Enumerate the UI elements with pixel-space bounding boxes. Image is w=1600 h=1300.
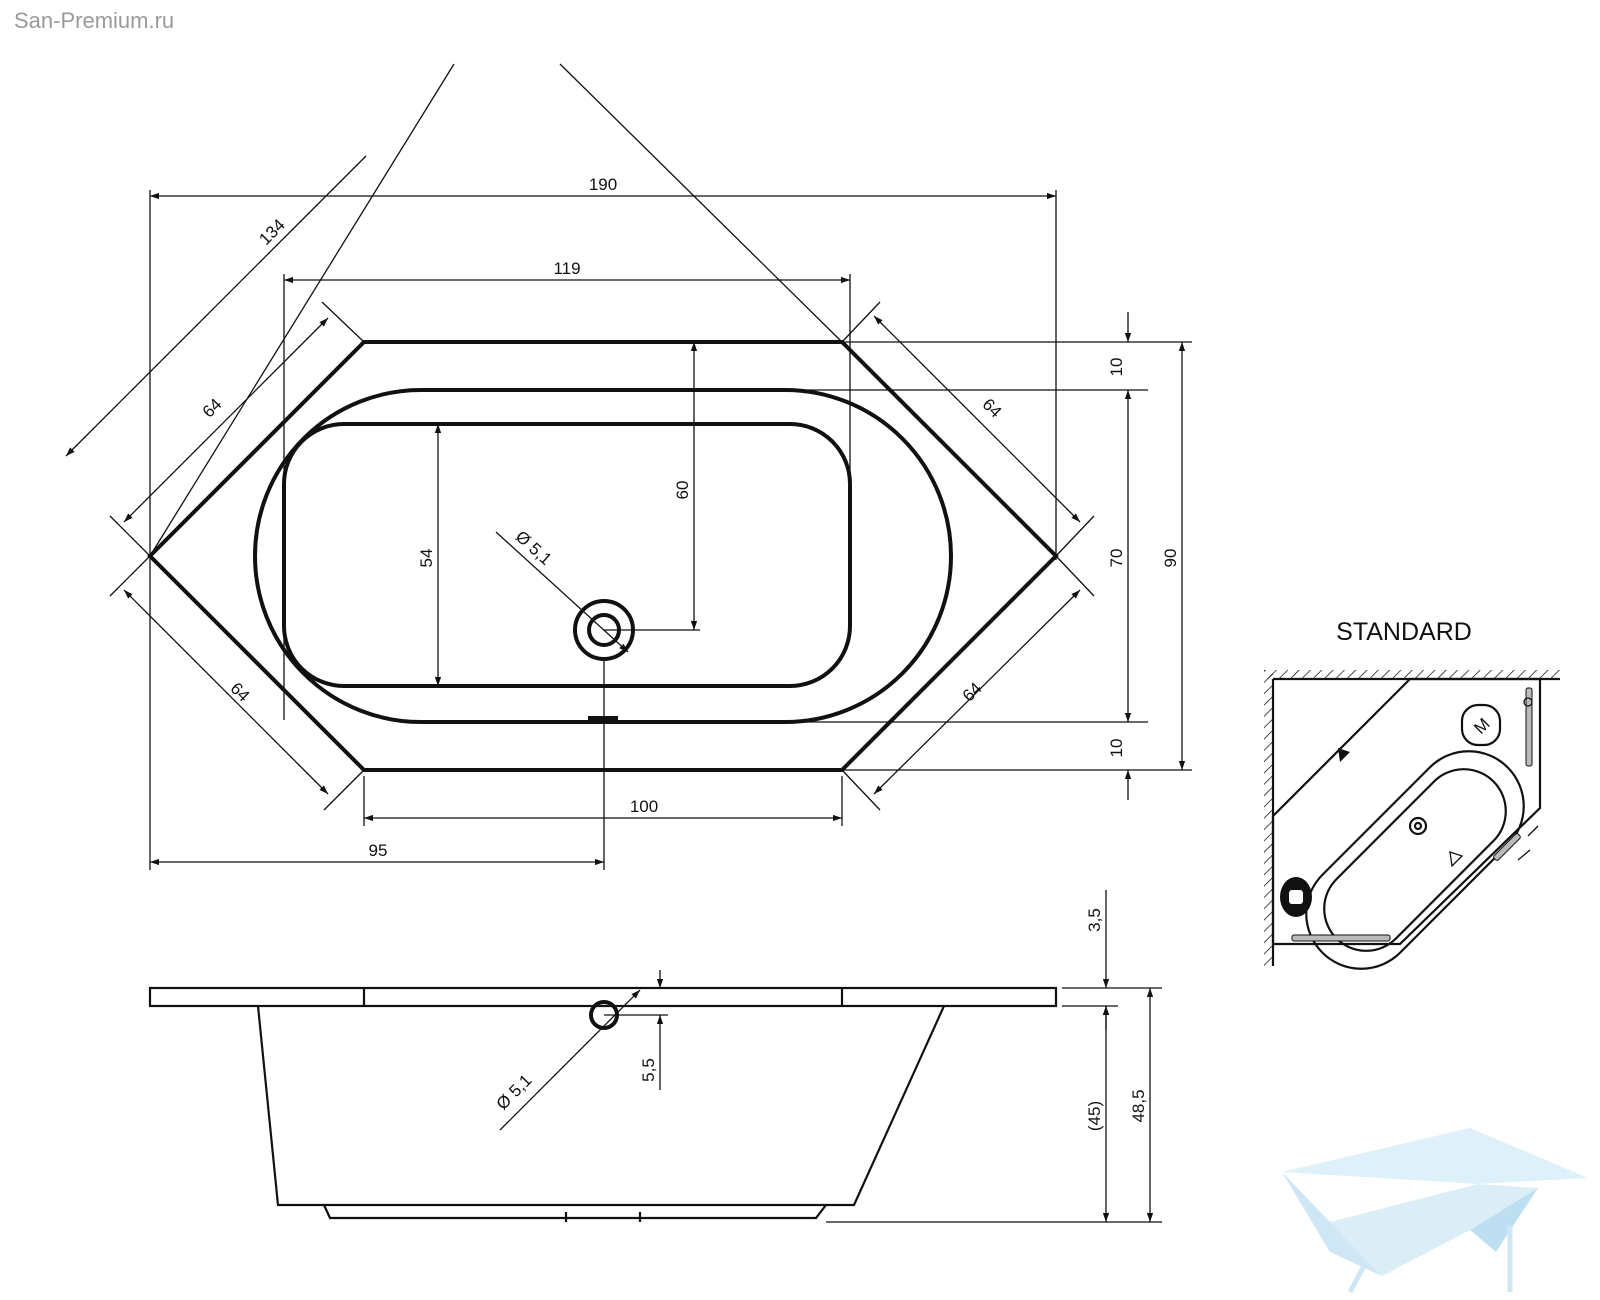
- wall-hatch-left: [1264, 670, 1273, 966]
- grab-bar-diagonal: [1493, 833, 1521, 861]
- marker-m: M: [1470, 714, 1493, 737]
- wall-hatch-top: [1264, 670, 1560, 679]
- dim-line-64-ll: [123, 589, 329, 795]
- dim-134: 134: [255, 215, 288, 248]
- brand-logo: [1282, 1128, 1588, 1294]
- dim-45: (45): [1085, 1101, 1104, 1131]
- dim-64-lower-left: 64: [226, 679, 253, 706]
- basin-stadium: [282, 422, 852, 688]
- dim-60: 60: [673, 481, 692, 500]
- dim-64-lower-right: 64: [959, 679, 986, 706]
- dimension-lines: [65, 155, 1186, 866]
- dim-3-5: 3,5: [1085, 908, 1104, 932]
- dim-190: 190: [589, 175, 617, 194]
- overflow-slot: [588, 716, 618, 722]
- arrow-outline-icon: [1449, 851, 1464, 868]
- section-extension-lines: [604, 987, 1162, 1223]
- dim-5-5: 5,5: [639, 1058, 658, 1082]
- dim-overflow-diameter: Ø 5,1: [493, 1071, 536, 1114]
- dim-line-drain: [495, 531, 629, 653]
- standard-panel: STANDARD M: [1264, 618, 1560, 970]
- dim-10-bottom: 10: [1107, 739, 1126, 758]
- dim-drain-diameter: Ø 5,1: [512, 527, 556, 569]
- plan-view: 190 119 100 95 134 64 64 64 64 60 54 Ø 5…: [65, 63, 1192, 870]
- dim-64-upper-left: 64: [199, 395, 226, 422]
- rim-stadium: [253, 388, 953, 724]
- watermark-text: San-Premium.ru: [14, 8, 175, 33]
- tub-base: [323, 1204, 827, 1220]
- dim-70: 70: [1107, 549, 1126, 568]
- standard-title: STANDARD: [1336, 618, 1472, 646]
- grab-bar-bottom: [1291, 934, 1391, 942]
- tub-body: [256, 1005, 946, 1207]
- grab-bar-right: [1525, 687, 1533, 767]
- dim-line-64-ur: [873, 315, 1081, 523]
- extension-lines: [109, 63, 1192, 870]
- dim-64-upper-right: 64: [978, 395, 1005, 422]
- rim-slab: [148, 986, 1058, 1008]
- dim-line-overflow: [499, 989, 641, 1131]
- dim-54: 54: [417, 549, 436, 568]
- dim-119: 119: [553, 259, 580, 278]
- dim-line-64-ul: [123, 317, 329, 523]
- dim-line-134: [65, 155, 367, 457]
- dim-line-64-lr: [873, 589, 1081, 795]
- corner-tub-rim: [1305, 750, 1525, 970]
- dim-48-5: 48,5: [1129, 1089, 1148, 1122]
- corner-tub-outline: [1271, 677, 1542, 946]
- section-view: 3,5 5,5 Ø 5,1 (45) 48,5: [148, 890, 1162, 1223]
- dim-100: 100: [630, 797, 658, 816]
- control-panel-icon: [1460, 703, 1502, 747]
- dim-90: 90: [1161, 549, 1180, 568]
- arrow-up-icon: [1338, 748, 1350, 762]
- dim-95: 95: [369, 841, 388, 860]
- plan-dimension-labels: 190 119 100 95 134 64 64 64 64 60 54 Ø 5…: [199, 175, 1180, 860]
- dim-10-top: 10: [1107, 358, 1126, 377]
- section-dimension-lines: [499, 890, 1154, 1222]
- corner-drain-icon: [1408, 816, 1428, 836]
